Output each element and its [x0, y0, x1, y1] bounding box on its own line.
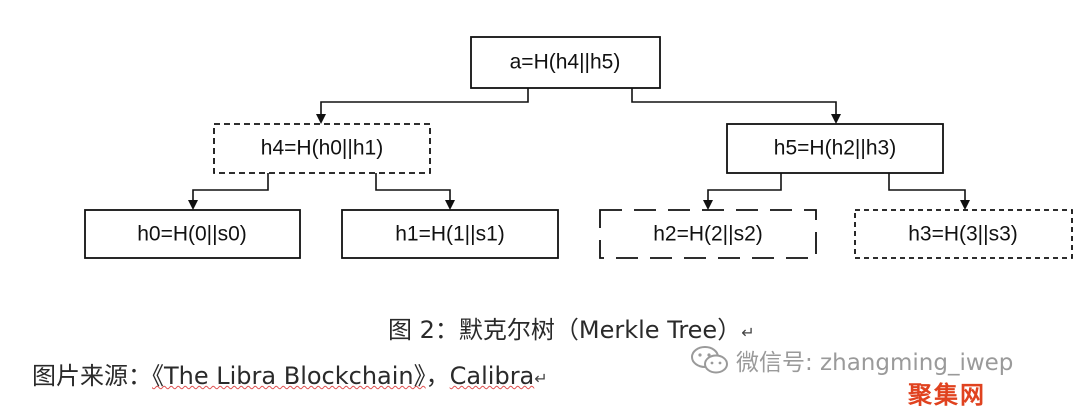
- node-h0-label: h0=H(0||s0): [137, 223, 247, 246]
- node-h0: h0=H(0||s0): [84, 209, 301, 259]
- edge-h4-h0: [188, 173, 269, 210]
- figure-caption: 图 2：默克尔树（Merkle Tree）↵: [388, 310, 755, 345]
- node-root-label: a=H(h4||h5): [510, 51, 621, 74]
- site-logo: 聚集网: [908, 375, 986, 410]
- edge-h5-h2: [703, 173, 782, 210]
- source-title: 《The Libra Blockchain》: [152, 362, 426, 390]
- node-h1-label: h1=H(1||s1): [395, 223, 505, 246]
- image-source: 图片来源：《The Libra Blockchain》，Calibra↵: [32, 356, 548, 391]
- edge-root-h4: [316, 88, 529, 124]
- source-org: Calibra: [449, 362, 535, 390]
- wechat-icon: [691, 346, 728, 374]
- node-h5: h5=H(h2||h3): [726, 123, 944, 174]
- figure-caption-text: 图 2：默克尔树（Merkle Tree）: [388, 316, 742, 344]
- watermark-text: 微信号: zhangming_iwep: [736, 350, 1014, 376]
- node-h4-label: h4=H(h0||h1): [261, 137, 383, 160]
- edge-h5-h3: [888, 173, 970, 210]
- source-separator: ，: [425, 362, 450, 390]
- node-h2: h2=H(2||s2): [599, 209, 817, 259]
- node-h2-label: h2=H(2||s2): [653, 223, 763, 246]
- node-h3-label: h3=H(3||s3): [908, 223, 1018, 246]
- node-h5-label: h5=H(h2||h3): [774, 137, 896, 160]
- connectors: [188, 88, 970, 210]
- site-logo-text: 聚集网: [908, 381, 986, 409]
- paragraph-mark-icon: ↵: [741, 323, 755, 342]
- node-h4: h4=H(h0||h1): [213, 123, 431, 174]
- edge-root-h5: [631, 88, 841, 124]
- node-root: a=H(h4||h5): [470, 36, 661, 89]
- merkle-tree-diagram: a=H(h4||h5) h4=H(h0||h1) h5=H(h2||h3) h0…: [84, 36, 1073, 259]
- wechat-watermark: 微信号: zhangming_iwep: [690, 343, 1013, 377]
- edge-h4-h1: [375, 173, 455, 210]
- source-prefix: 图片来源：: [32, 362, 152, 390]
- node-h1: h1=H(1||s1): [341, 209, 559, 259]
- node-h3: h3=H(3||s3): [854, 209, 1073, 259]
- paragraph-mark-icon: ↵: [534, 369, 548, 388]
